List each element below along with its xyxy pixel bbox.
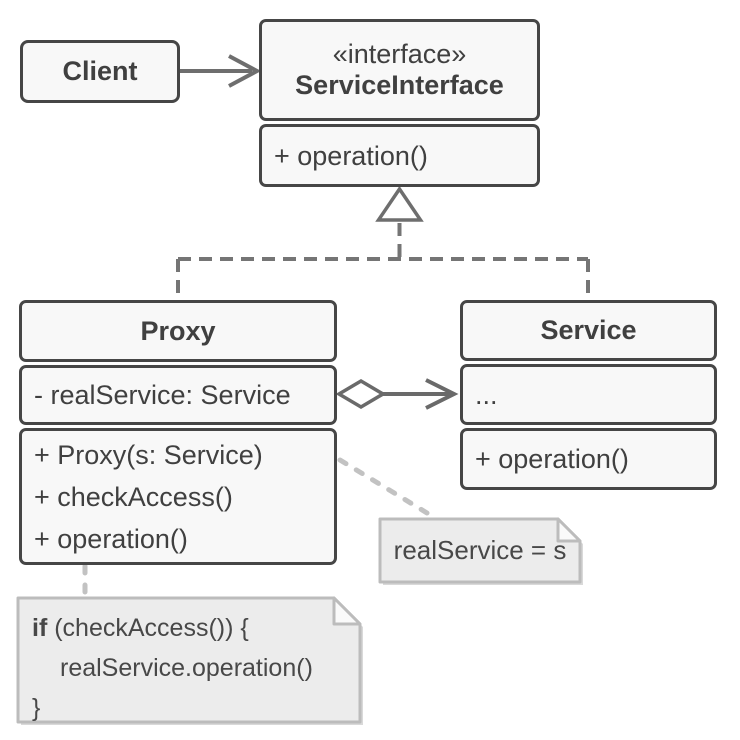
note-code-shape: [16, 596, 363, 725]
attribute-item: - realService: Service: [34, 380, 291, 410]
realization-links: [176, 185, 590, 298]
note-fold-icon: [556, 517, 582, 543]
class-header: Proxy: [19, 300, 337, 362]
note-assignment-shape: [378, 517, 583, 585]
code-line-1: if (checkAccess()) {: [32, 608, 346, 648]
operations-compartment: + Proxy(s: Service) + checkAccess() + op…: [19, 428, 337, 565]
operation-item: + operation(): [475, 444, 629, 474]
code-line-2: realService.operation(): [60, 654, 313, 682]
note-assignment-label: realService = s: [393, 535, 567, 565]
class-header: Service: [460, 300, 717, 361]
operation-item: + checkAccess(): [34, 481, 233, 512]
attribute-item: ...: [475, 379, 498, 410]
note-connector-assignment: [337, 457, 430, 516]
operation-item: + operation(): [274, 140, 428, 171]
attributes-compartment: - realService: Service: [19, 365, 337, 425]
note-fold-icon: [332, 596, 362, 626]
class-name: Proxy: [140, 315, 216, 346]
open-diamond-icon: [335, 378, 387, 410]
operation-item: + operation(): [34, 523, 188, 554]
class-node-proxy: Proxy - realService: Service + Proxy(s: …: [19, 300, 337, 565]
note-body: [16, 596, 362, 724]
class-node-service-interface: «interface» ServiceInterface + operation…: [259, 19, 540, 187]
class-node-service: Service ... + operation(): [460, 300, 717, 490]
note-body: [378, 517, 582, 584]
open-arrowhead-icon: [425, 378, 459, 410]
hollow-triangle-icon: [375, 185, 424, 222]
attributes-compartment: ...: [460, 364, 717, 425]
class-node-client: Client: [20, 40, 180, 103]
stereotype-label: «interface»: [332, 39, 467, 69]
open-arrowhead-icon: [228, 54, 262, 88]
class-name: Client: [62, 56, 138, 86]
operations-compartment: + operation(): [259, 124, 540, 187]
code-line-3: }: [32, 694, 41, 722]
note-code: if (checkAccess()) { realService.operati…: [18, 598, 360, 722]
code-line-1-rest: (checkAccess()) {: [47, 614, 249, 642]
class-header: «interface» ServiceInterface: [259, 19, 540, 121]
class-name: ServiceInterface: [295, 70, 504, 100]
note-assignment: realService = s: [380, 519, 580, 582]
code-keyword: if: [32, 614, 48, 642]
operation-item: + Proxy(s: Service): [34, 439, 263, 470]
aggregation-proxy-service: [335, 378, 459, 410]
class-name: Service: [540, 315, 637, 345]
association-client-interface: [180, 54, 262, 88]
operations-compartment: + operation(): [460, 428, 717, 490]
